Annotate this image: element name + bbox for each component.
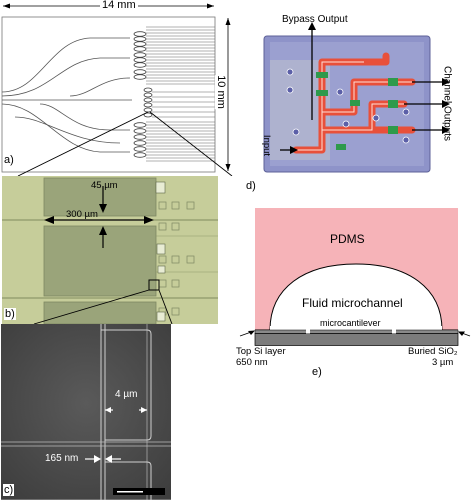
- panel-d-chip-photo: Bypass Output Channel Outputs Input d): [236, 0, 474, 196]
- panel-b-gap-label: 45 µm: [91, 180, 118, 191]
- panel-e-buried-thickness: 3 µm: [432, 357, 454, 368]
- panel-c-letter: c): [3, 484, 15, 496]
- panel-c-width-label: 4 µm: [115, 389, 138, 400]
- panel-a-letter: a): [3, 154, 15, 166]
- panel-e-letter: e): [312, 366, 322, 378]
- panel-e-fluid-label: Fluid microchannel: [302, 296, 403, 310]
- panel-d-letter: d): [246, 180, 256, 192]
- panel-a-layout-schematic: 14 mm 10 mm a): [0, 0, 236, 176]
- panel-d-bypass-label: Bypass Output: [282, 14, 348, 25]
- panel-e-pdms-label: PDMS: [330, 232, 365, 246]
- panel-a-width-label: 14 mm: [100, 0, 138, 11]
- panel-c-sem-image: 4 µm 165 nm c): [1, 324, 171, 500]
- panel-b-length-label: 300 µm: [66, 209, 98, 220]
- panel-d-input-label: Input: [261, 134, 273, 157]
- panel-e-top-si-thickness: 650 nm: [236, 357, 268, 368]
- panel-e-buried-label: Buried SiO₂: [408, 346, 458, 357]
- layout-schematic-drawing: [1, 3, 233, 176]
- panel-c-gap-label: 165 nm: [45, 453, 79, 464]
- panel-e-cantilever-label: microcantilever: [320, 318, 381, 328]
- panel-b-letter: b): [4, 308, 16, 320]
- cross-section-drawing: [236, 208, 474, 346]
- micrograph-drawing: [2, 176, 218, 324]
- panel-e-top-si-label: Top Si layer: [236, 346, 286, 357]
- panel-e-cross-section: PDMS Fluid microchannel microcantilever …: [236, 200, 474, 386]
- chip-photo-drawing: [263, 22, 450, 173]
- sem-drawing: [1, 324, 171, 500]
- panel-d-channel-label: Channel Outputs: [441, 65, 453, 142]
- panel-a-height-label: 10 mm: [214, 75, 227, 109]
- panel-b-micrograph: 45 µm 300 µm b): [2, 176, 218, 324]
